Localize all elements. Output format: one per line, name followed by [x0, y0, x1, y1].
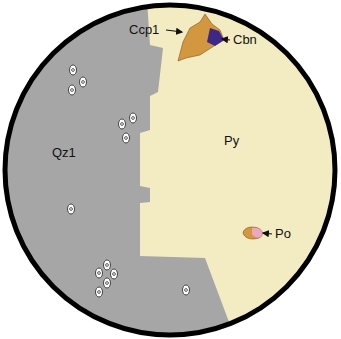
- mineral-label: Cbn: [233, 33, 257, 46]
- mineral-label: Qz1: [52, 146, 76, 159]
- pyrite-region: [140, 0, 341, 330]
- fluid-inclusions: [68, 65, 190, 297]
- mineral-label: Ccp1: [129, 23, 159, 36]
- inclusion-bubbles: [70, 69, 188, 294]
- chalcopyrite-grain: [178, 14, 224, 61]
- leader-line: [222, 39, 230, 40]
- pyrrhotite-grain: [252, 228, 262, 238]
- mineral-label: Py: [224, 134, 239, 147]
- pyrrhotite-grain-base: [243, 227, 262, 239]
- field-of-view: [5, 5, 335, 335]
- leader-line: [263, 233, 272, 234]
- leader-line: [166, 30, 182, 32]
- mineral-label: Po: [275, 227, 291, 240]
- covellite-grain: [207, 28, 224, 46]
